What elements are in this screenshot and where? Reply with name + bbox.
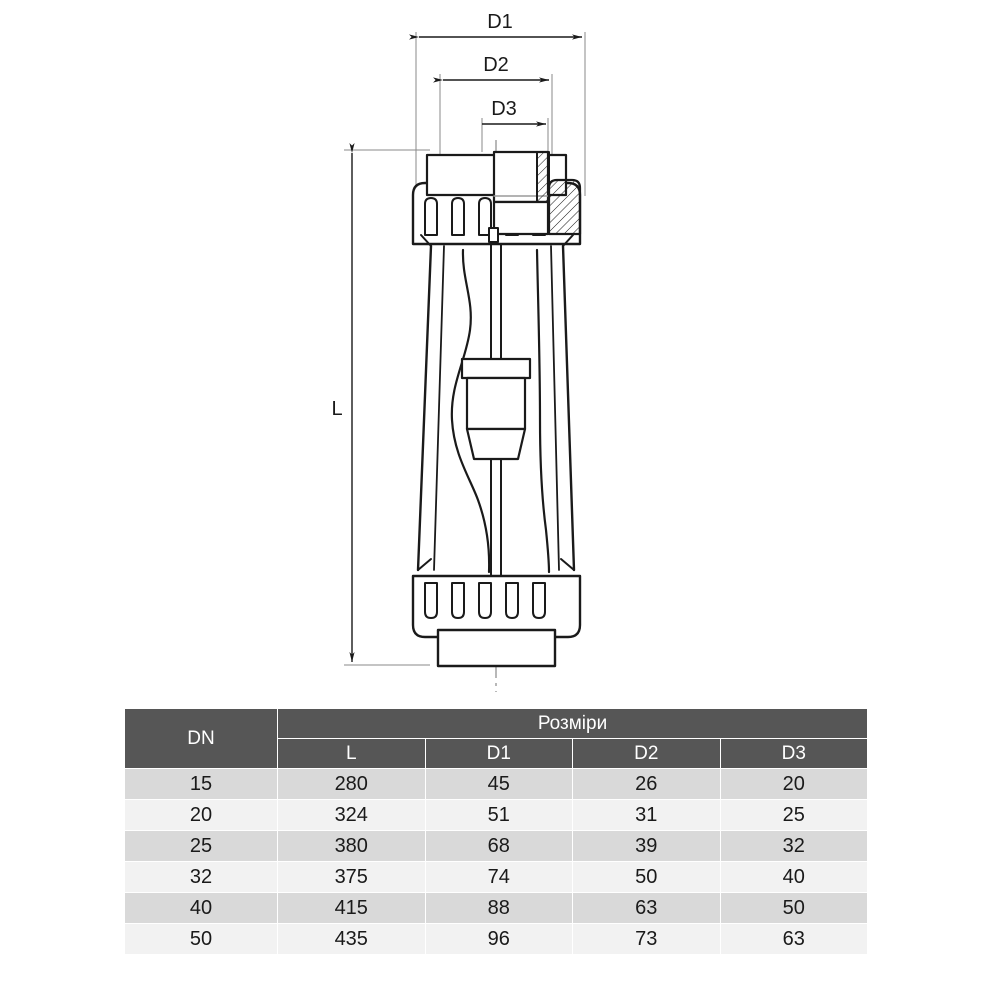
cell-l: 380 [277,830,426,862]
float-taper [465,427,527,461]
table-row: 50 435 96 73 63 [124,923,868,955]
device-body [411,150,582,668]
cell-dn: 40 [124,892,278,924]
table-body: 15 280 45 26 20 20 324 51 31 25 25 380 6… [124,768,868,955]
cell-d3: 63 [719,923,868,955]
metering-cone-left [450,248,491,574]
float-assembly [460,357,532,461]
cell-dn: 20 [124,799,278,831]
cell-d2: 26 [572,768,721,800]
header-d2: D2 [572,738,721,769]
dimension-label-l: L [331,398,342,420]
cell-l: 435 [277,923,426,955]
shoulder-left [417,558,432,571]
table-head: DN Розміри L D1 D2 D3 [124,708,868,769]
technical-drawing: D1 D2 D3 L [331,11,586,692]
shoulder-top-left [420,234,432,247]
cell-d1: 51 [424,799,573,831]
bottom-outlet-pipe [436,628,557,668]
cell-d2: 31 [572,799,721,831]
extension-lines [344,32,586,666]
cell-d2: 50 [572,861,721,893]
header-dn: DN [124,708,278,769]
top-connector-block [425,150,582,243]
table-header-row-2: L D1 D2 D3 [125,738,868,769]
table-row: 15 280 45 26 20 [124,768,868,800]
cell-d3: 50 [719,892,868,924]
tube-wall-right [561,244,576,572]
cell-l: 280 [277,768,426,800]
tube-wall-left [416,244,433,572]
dimension-label-d2: D2 [483,54,509,76]
table-row: 20 324 51 31 25 [124,799,868,831]
cell-d3: 40 [719,861,868,893]
dimensions-table: DN Розміри L D1 D2 D3 15 280 45 26 20 [124,708,868,955]
cell-dn: 32 [124,861,278,893]
cell-l: 375 [277,861,426,893]
table-row: 25 380 68 39 32 [124,830,868,862]
bottom-union-nut [411,574,582,668]
cell-dn: 15 [124,768,278,800]
cell-d1: 96 [424,923,573,955]
dimension-label-d3: D3 [491,98,517,120]
bottom-nut-grooves [424,582,546,619]
table-row: 32 375 74 50 40 [124,861,868,893]
cell-d1: 74 [424,861,573,893]
cell-d3: 25 [719,799,868,831]
header-group-dimensions: Розміри [277,708,868,739]
header-d3: D3 [719,738,868,769]
cell-d2: 73 [572,923,721,955]
cell-d1: 68 [424,830,573,862]
cell-d2: 63 [572,892,721,924]
header-l: L [277,738,426,769]
metering-cone-right [535,248,551,574]
cell-l: 324 [277,799,426,831]
header-d1: D1 [424,738,573,769]
shoulder-top-right [562,234,574,247]
float-flange [460,357,532,380]
float-barrel [465,376,527,431]
cell-l: 415 [277,892,426,924]
shoulder-right [560,558,575,571]
outer-cap-hatch [547,178,582,236]
cell-d1: 88 [424,892,573,924]
cell-d3: 20 [719,768,868,800]
drawing-svg: D1 D2 D3 L [331,11,586,692]
cell-d3: 32 [719,830,868,862]
tube-wall-left-inner [433,245,445,571]
table-header-row-1: DN Розміри [124,708,868,769]
table-row: 40 415 88 63 50 [124,892,868,924]
dimension-lines [349,34,582,662]
cell-dn: 25 [124,830,278,862]
cell-dn: 50 [124,923,278,955]
dimension-label-d1: D1 [487,11,513,33]
tube-wall-right-inner [550,245,560,571]
cell-d1: 45 [424,768,573,800]
dimensions-table-wrap: DN Розміри L D1 D2 D3 15 280 45 26 20 [124,708,868,955]
small-tab [488,227,499,243]
cell-d2: 39 [572,830,721,862]
